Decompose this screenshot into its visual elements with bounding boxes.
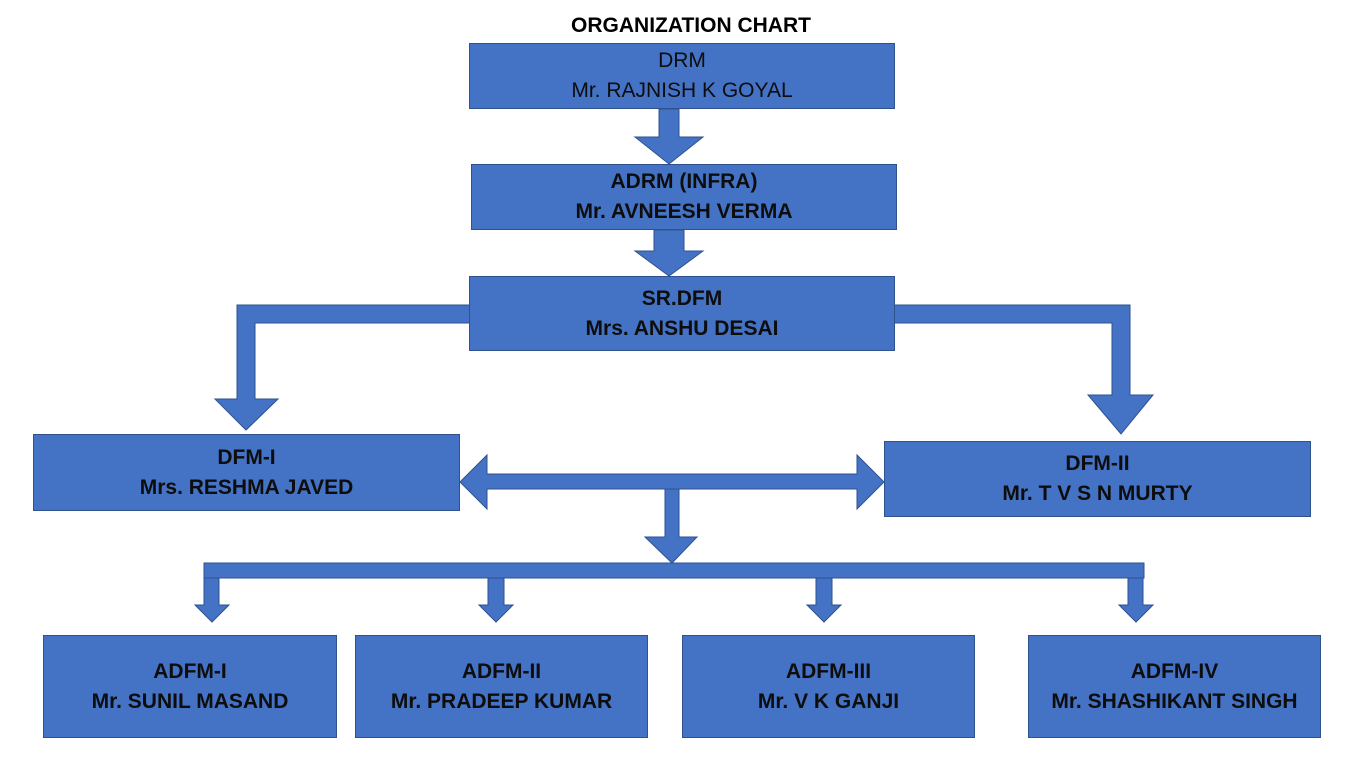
node-adfm1-name: Mr. SUNIL MASAND [91,689,289,713]
arrow-to-adfm2 [477,577,515,623]
node-drm-name: Mr. RAJNISH K GOYAL [571,79,793,102]
node-srdfm-role: SR.DFM [641,286,723,310]
node-adrm: ADRM (INFRA) Mr. AVNEESH VERMA [471,164,897,230]
arrow-srdfm-to-dfm2 [893,304,1155,435]
node-adfm2: ADFM-II Mr. PRADEEP KUMAR [355,635,648,738]
node-adfm2-name: Mr. PRADEEP KUMAR [390,689,613,713]
node-srdfm: SR.DFM Mrs. ANSHU DESAI [469,276,895,351]
node-dfm2-name: Mr. T V S N MURTY [1002,482,1193,505]
arrow-to-adfm3 [805,577,843,623]
node-dfm2-role: DFM-II [1065,452,1130,475]
arrow-to-adfm1 [193,577,231,623]
arrow-to-adfm-bus [643,488,699,564]
arrow-adrm-to-srdfm [633,229,705,277]
arrow-srdfm-to-dfm1 [213,304,471,431]
node-dfm1-name: Mrs. RESHMA JAVED [139,475,354,499]
node-dfm1-role: DFM-I [217,445,276,469]
node-drm: DRM Mr. RAJNISH K GOYAL [469,43,895,109]
node-dfm2: DFM-II Mr. T V S N MURTY [884,441,1311,517]
node-adfm1-role: ADFM-I [153,659,227,683]
node-adfm2-role: ADFM-II [461,659,542,683]
node-adfm3-name: Mr. V K GANJI [757,689,900,713]
arrow-to-adfm4 [1117,577,1155,623]
node-dfm1: DFM-I Mrs. RESHMA JAVED [33,434,460,511]
node-drm-role: DRM [658,49,706,72]
node-adfm1: ADFM-I Mr. SUNIL MASAND [43,635,337,738]
node-adfm4: ADFM-IV Mr. SHASHIKANT SINGH [1028,635,1321,738]
chart-title: ORGANIZATION CHART [571,14,811,37]
node-adrm-role: ADRM (INFRA) [610,170,758,193]
node-adrm-name: Mr. AVNEESH VERMA [575,200,793,223]
node-adfm3-role: ADFM-III [785,659,872,683]
arrow-drm-to-adrm [633,108,705,165]
node-adfm4-name: Mr. SHASHIKANT SINGH [1051,689,1298,713]
node-adfm3: ADFM-III Mr. V K GANJI [682,635,975,738]
node-srdfm-name: Mrs. ANSHU DESAI [585,316,779,340]
adfm-bus-line [203,562,1145,579]
node-adfm4-role: ADFM-IV [1130,659,1219,683]
